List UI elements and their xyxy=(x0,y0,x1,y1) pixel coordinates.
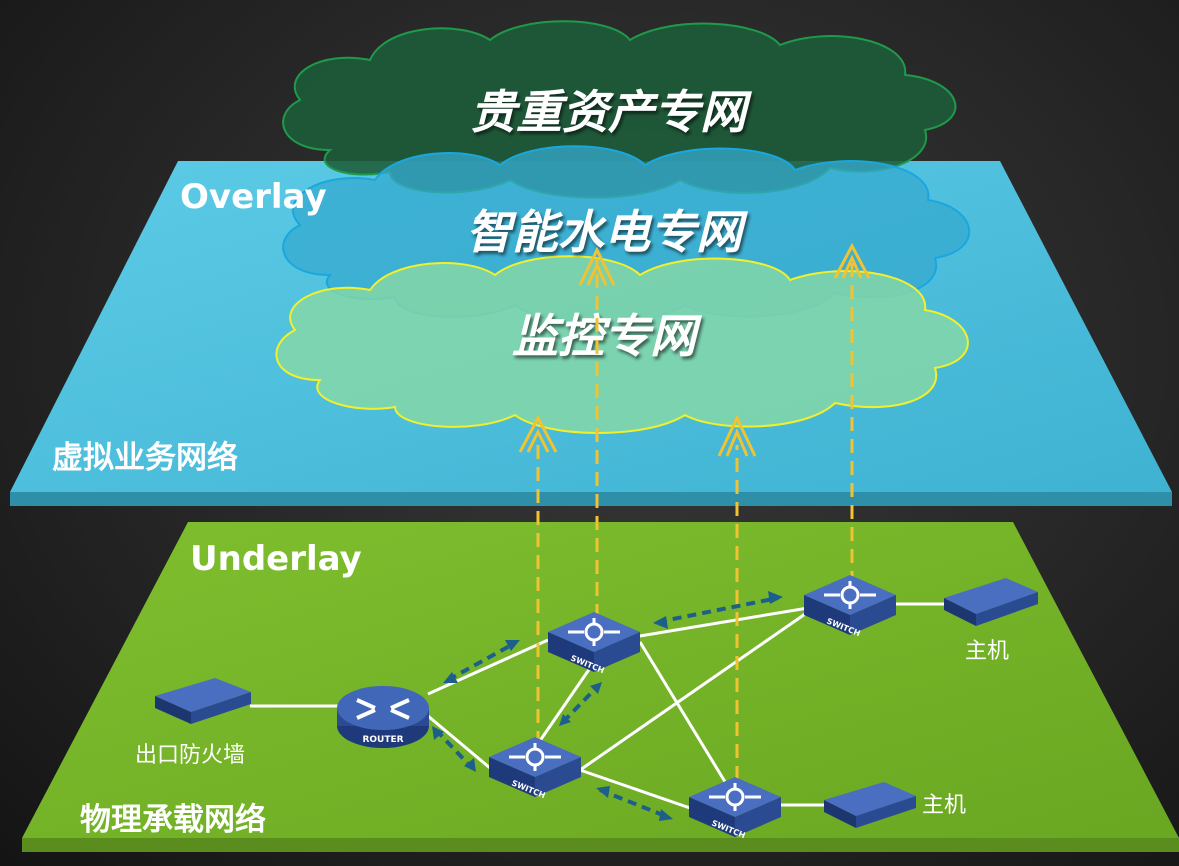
firewall-label: 出口防火墙 xyxy=(135,743,245,768)
router-arrows-icon xyxy=(356,698,410,720)
router[interactable]: ROUTER xyxy=(337,686,429,748)
sync-arrows xyxy=(434,596,779,819)
physical-links xyxy=(250,602,948,810)
switch-bottom-left[interactable]: SWITCH xyxy=(489,737,581,800)
switch-top-right[interactable]: SWITCH xyxy=(804,575,896,638)
sync-arrowheads xyxy=(432,591,783,821)
overlay-mapping-heads xyxy=(518,242,871,457)
cloud-label-smart-utilities: 智能水电专网 xyxy=(466,205,748,259)
overlay-mapping-lines xyxy=(536,258,854,780)
firewall-appliance[interactable] xyxy=(155,678,251,724)
host-appliance-bottom[interactable] xyxy=(824,782,916,828)
overlay-caption: 虚拟业务网络 xyxy=(52,440,238,476)
cloud-surveillance xyxy=(275,255,969,434)
overlay-title: Overlay xyxy=(180,177,327,217)
cloud-label-surveillance: 监控专网 xyxy=(512,309,702,363)
host-label-bottom: 主机 xyxy=(922,793,966,818)
host-appliance-top[interactable] xyxy=(944,578,1038,626)
cloud-label-valuable-assets: 贵重资产专网 xyxy=(470,85,752,139)
underlay-title: Underlay xyxy=(190,539,362,579)
host-label-top: 主机 xyxy=(965,639,1009,664)
router-text: ROUTER xyxy=(362,735,403,745)
underlay-caption: 物理承载网络 xyxy=(80,802,266,838)
